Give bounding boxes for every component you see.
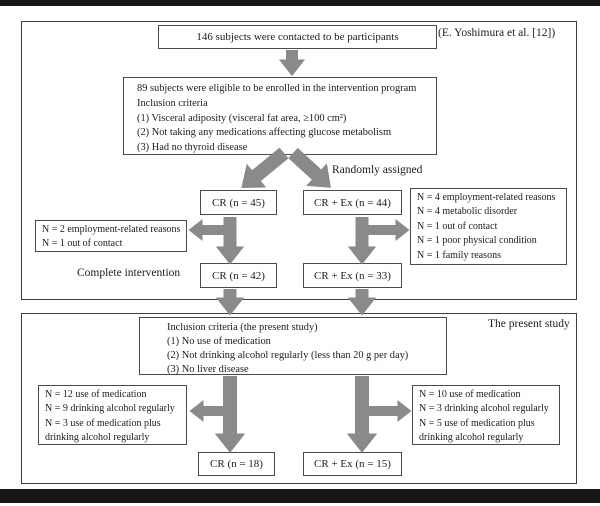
crex-dropout-line: N = 4 metabolic disorder [417,206,518,218]
crex-n15-text: CR + Ex (n = 15) [314,458,391,470]
eligible-line: (2) Not taking any medications affecting… [137,127,392,139]
cr-n18-box: CR (n = 18) [198,452,275,476]
cr-excluded-line: drinking alcohol regularly [45,432,150,444]
cr-n42-text: CR (n = 42) [212,269,265,282]
eligible-line: (3) Had no thyroid disease [137,142,248,154]
crex-dropout-box: N = 4 employment-related reasons N = 4 m… [410,188,567,265]
cr-excluded-line: N = 9 drinking alcohol regularly [45,403,175,415]
randomly-assigned-label: Randomly assigned [332,164,423,176]
crex-dropout-line: N = 1 out of contact [417,220,498,232]
cr-dropout-line: N = 1 out of contact [42,238,123,250]
cr-n45-box: CR (n = 45) [200,190,277,215]
present-study-label: The present study [488,318,570,330]
present-inclusion-line: Inclusion criteria (the present study) [167,322,318,333]
present-study-frame [21,313,577,484]
cr-excluded-line: N = 3 use of medication plus [45,417,161,429]
eligible-line: 89 subjects were eligible to be enrolled… [137,83,417,94]
bottom-edge-bar [0,489,600,503]
present-inclusion-line: (2) Not drinking alcohol regularly (less… [167,349,409,361]
cr-excluded-box: N = 12 use of medication N = 9 drinking … [38,385,187,445]
cr-dropout-line: N = 2 employment-related reasons [42,224,181,235]
crex-n33-box: CR + Ex (n = 33) [303,263,402,288]
cr-n45-text: CR (n = 45) [212,196,265,209]
arrow-fork-left [241,147,289,188]
eligible-subjects-box: 89 subjects were eligible to be enrolled… [123,77,437,155]
cr-excluded-line: N = 12 use of medication [45,389,147,400]
source-citation-label: (E. Yoshimura et al. [12]) [438,27,556,39]
present-inclusion-line: (1) No use of medication [167,335,271,347]
present-inclusion-line: (3) No liver disease [167,363,249,375]
cr-n18-text: CR (n = 18) [210,458,263,470]
crex-excluded-line: N = 5 use of medication plus [419,417,535,429]
cr-dropout-box: N = 2 employment-related reasons N = 1 o… [35,220,187,252]
eligible-line: Inclusion criteria [137,97,208,109]
yoshimura-study-frame [21,21,577,300]
crex-excluded-line: N = 10 use of medication [419,389,521,400]
top-edge-bar [0,0,600,6]
crex-excluded-line: drinking alcohol regularly [419,432,524,444]
crex-n44-box: CR + Ex (n = 44) [303,190,402,215]
eligible-line: (1) Visceral adiposity (visceral fat are… [137,112,347,124]
crex-dropout-line: N = 1 poor physical condition [417,235,537,247]
complete-intervention-label: Complete intervention [77,267,181,279]
arrow-fork-right [288,147,331,188]
crex-n44-text: CR + Ex (n = 44) [314,196,391,209]
crex-dropout-line: N = 1 family reasons [417,249,501,261]
crex-n15-box: CR + Ex (n = 15) [303,452,402,476]
contacted-subjects-box: 146 subjects were contacted to be partic… [158,25,437,49]
crex-excluded-box: N = 10 use of medication N = 3 drinking … [412,385,560,445]
crex-excluded-line: N = 3 drinking alcohol regularly [419,403,549,415]
crex-n33-text: CR + Ex (n = 33) [314,269,391,282]
crex-dropout-line: N = 4 employment-related reasons [417,192,556,203]
present-inclusion-box: Inclusion criteria (the present study) (… [139,317,447,375]
contacted-subjects-text: 146 subjects were contacted to be partic… [196,31,399,43]
